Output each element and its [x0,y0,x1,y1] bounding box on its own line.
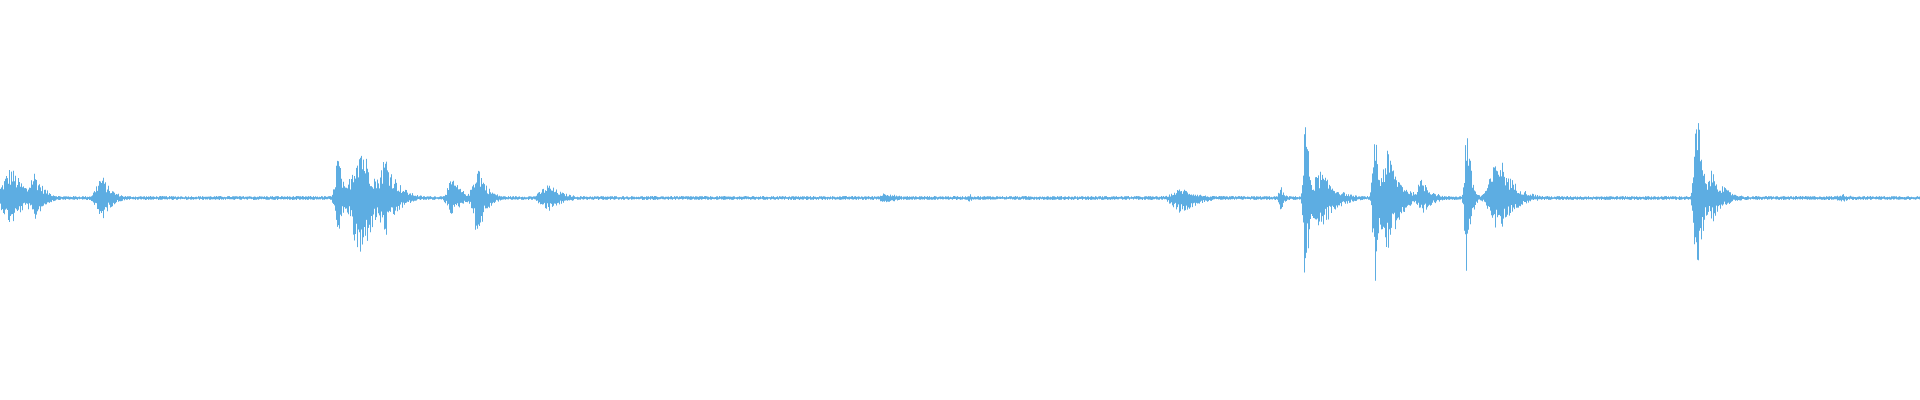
waveform-path [0,123,1920,281]
waveform-trace [0,123,1920,281]
